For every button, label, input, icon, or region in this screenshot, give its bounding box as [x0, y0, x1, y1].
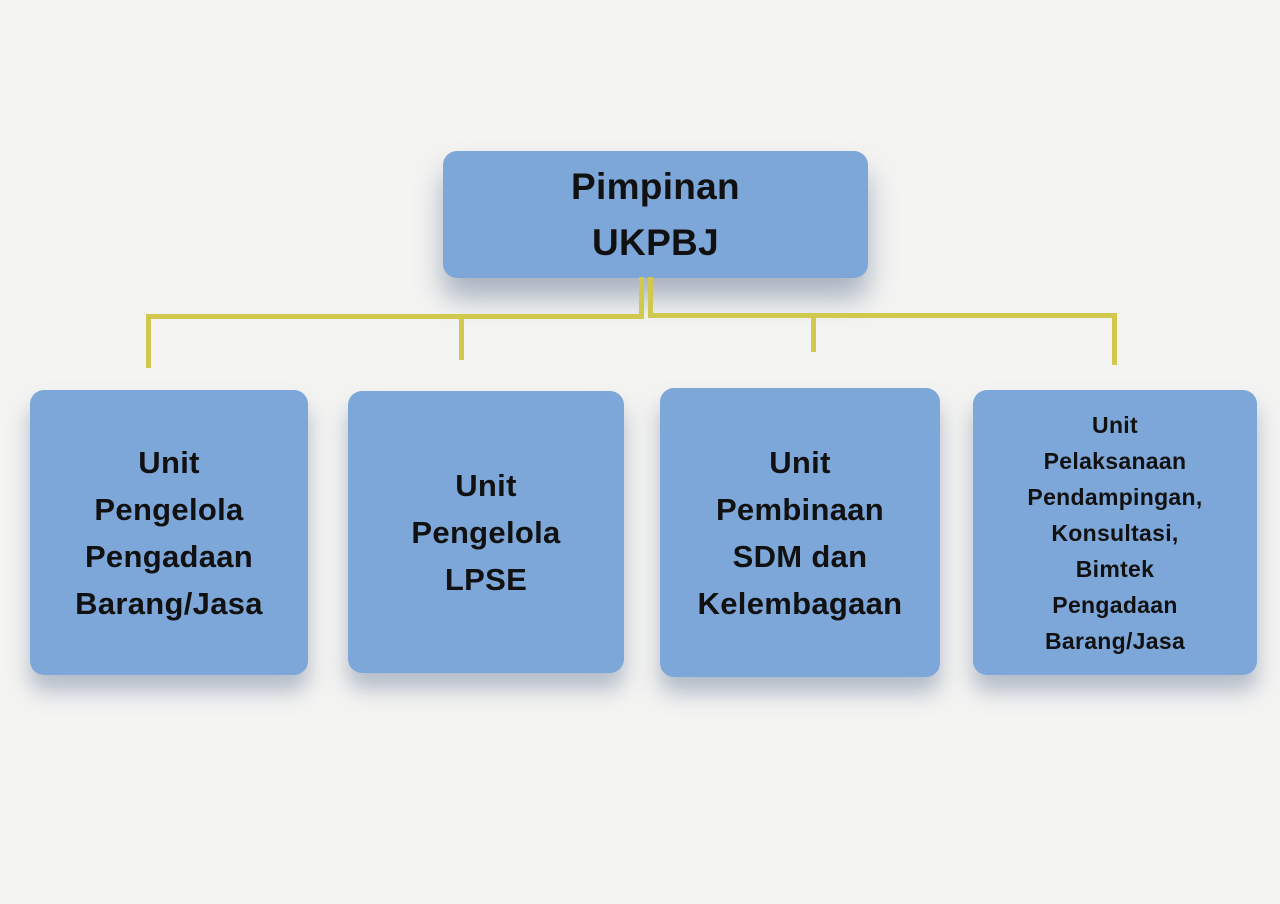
- org-node-unit-3-label: Unit Pembinaan SDM dan Kelembagaan: [697, 444, 903, 621]
- org-node-unit-2-label: Unit Pengelola LPSE: [411, 467, 561, 597]
- connector-drop-unit-4: [1112, 313, 1117, 365]
- org-node-pimpinan-ukpbj-label: Pimpinan UKPBJ: [571, 165, 740, 263]
- org-node-unit-pengelola-pengadaan-barang-jasa: Unit Pengelola Pengadaan Barang/Jasa: [30, 390, 308, 675]
- connector-horizontal-left: [146, 314, 644, 319]
- connector-drop-unit-3: [811, 313, 816, 352]
- connector-drop-unit-1: [146, 314, 151, 368]
- connector-trunk-left: [639, 277, 644, 319]
- connector-drop-unit-2: [459, 314, 464, 360]
- org-node-unit-pengelola-lpse: Unit Pengelola LPSE: [348, 391, 624, 673]
- org-node-unit-1-label: Unit Pengelola Pengadaan Barang/Jasa: [75, 444, 263, 621]
- org-node-unit-4-label: Unit Pelaksanaan Pendampingan, Konsultas…: [1027, 411, 1203, 654]
- org-node-unit-pembinaan-sdm-dan-kelembagaan: Unit Pembinaan SDM dan Kelembagaan: [660, 388, 940, 677]
- connector-horizontal-right: [648, 313, 1117, 318]
- org-node-unit-pelaksanaan-pendampingan-konsultasi-bimtek: Unit Pelaksanaan Pendampingan, Konsultas…: [973, 390, 1257, 675]
- org-node-pimpinan-ukpbj: Pimpinan UKPBJ: [443, 151, 868, 278]
- connector-trunk-right: [648, 277, 653, 318]
